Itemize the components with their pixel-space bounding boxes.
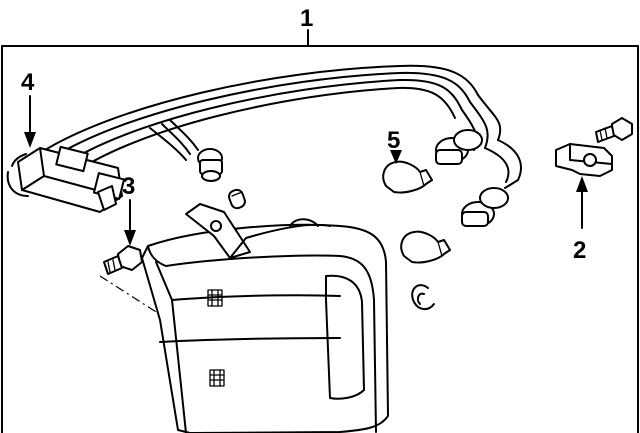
lower-socket (461, 187, 509, 227)
bracket-screw (595, 117, 633, 143)
wire-harness (44, 64, 522, 189)
callout-5: 5 (387, 127, 400, 154)
clip (411, 284, 435, 310)
bulb-upper (382, 160, 433, 194)
harness-connector (6, 145, 126, 213)
small-bulb (228, 188, 246, 210)
left-socket (197, 148, 223, 182)
callout-2: 2 (573, 237, 586, 264)
callout-3: 3 (122, 173, 135, 200)
lamp-housing (141, 203, 389, 433)
callout-1: 1 (300, 5, 313, 32)
screw (103, 245, 143, 275)
bracket (555, 143, 613, 177)
reflector-grid-upper (207, 289, 223, 307)
callout-4: 4 (21, 69, 35, 96)
assembly-frame (1, 29, 639, 433)
upper-socket (435, 129, 483, 165)
bulb-lower (400, 230, 451, 264)
leader-lines (24, 95, 588, 246)
reflector-grid-lower (209, 369, 225, 387)
